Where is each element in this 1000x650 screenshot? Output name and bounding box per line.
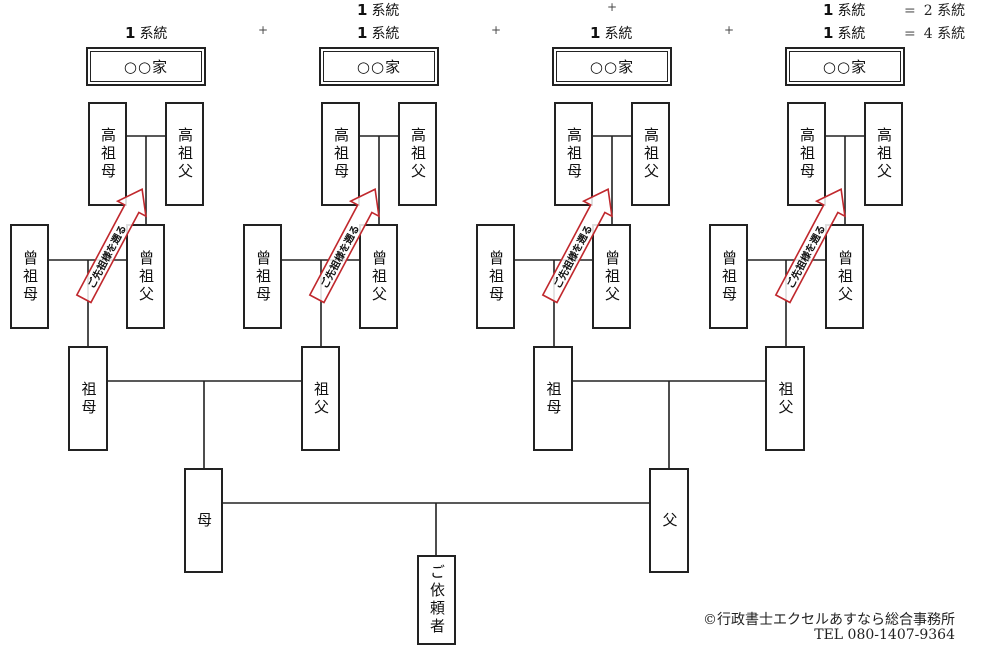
great-great-grandfather-box: 高祖父 bbox=[165, 102, 204, 206]
family-name: ○○家 bbox=[589, 58, 635, 76]
great-grandmother-box: 曾祖母 bbox=[709, 224, 748, 329]
trace-ancestors-arrow: ご先祖様を遡る bbox=[75, 188, 147, 304]
plus-bottom-3: + bbox=[724, 23, 735, 37]
family-name: ○○家 bbox=[123, 58, 169, 76]
great-great-grandfather-box: 高祖父 bbox=[631, 102, 670, 206]
great-grandmother-box: 曾祖母 bbox=[476, 224, 515, 329]
plus-bottom-2: + bbox=[491, 23, 502, 37]
client-box: ご依頼者 bbox=[417, 555, 456, 645]
great-great-grandmother-box: 高祖母 bbox=[554, 102, 593, 206]
great-great-grandfather-box: 高祖父 bbox=[398, 102, 437, 206]
tel-text: TEL 080-1407-9364 bbox=[814, 627, 955, 643]
trace-ancestors-arrow: ご先祖様を遡る bbox=[774, 188, 846, 304]
arrow-shape bbox=[541, 188, 613, 304]
plus-top: + bbox=[607, 0, 618, 14]
great-great-grandmother-box: 高祖母 bbox=[787, 102, 826, 206]
result-bottom: =4 系統 bbox=[904, 26, 966, 42]
result-top: =2 系統 bbox=[904, 3, 966, 19]
family-name-box: ○○家 bbox=[552, 47, 672, 86]
father-box: 父 bbox=[649, 468, 689, 573]
great-great-grandmother-box: 高祖母 bbox=[321, 102, 360, 206]
great-great-grandmother-box: 高祖母 bbox=[88, 102, 127, 206]
arrow-label: ご先祖様を遡る bbox=[784, 223, 828, 291]
great-grandfather-box: 曾祖父 bbox=[126, 224, 165, 329]
grandmother-box-maternal: 祖母 bbox=[68, 346, 108, 451]
arrow-shape bbox=[75, 188, 147, 304]
great-grandfather-box: 曾祖父 bbox=[825, 224, 864, 329]
arrow-label: ご先祖様を遡る bbox=[551, 223, 595, 291]
great-grandfather-box: 曾祖父 bbox=[359, 224, 398, 329]
great-grandmother-box: 曾祖母 bbox=[243, 224, 282, 329]
great-grandfather-box: 曾祖父 bbox=[592, 224, 631, 329]
family-name: ○○家 bbox=[822, 58, 868, 76]
arrow-label: ご先祖様を遡る bbox=[318, 223, 362, 291]
great-great-grandfather-box: 高祖父 bbox=[864, 102, 903, 206]
grandmother-box-paternal: 祖母 bbox=[533, 346, 573, 451]
great-grandmother-box: 曾祖母 bbox=[10, 224, 49, 329]
family-name: ○○家 bbox=[356, 58, 402, 76]
trace-ancestors-arrow: ご先祖様を遡る bbox=[308, 188, 380, 304]
family-name-box: ○○家 bbox=[785, 47, 905, 86]
arrow-shape bbox=[308, 188, 380, 304]
trace-ancestors-arrow: ご先祖様を遡る bbox=[541, 188, 613, 304]
arrow-shape bbox=[774, 188, 846, 304]
copyright-text: ©行政書士エクセルあすなら総合事務所 bbox=[703, 612, 955, 628]
grandfather-box-maternal: 祖父 bbox=[301, 346, 340, 451]
grandfather-box-paternal: 祖父 bbox=[765, 346, 805, 451]
family-name-box: ○○家 bbox=[319, 47, 439, 86]
family-name-box: ○○家 bbox=[86, 47, 206, 86]
mother-box: 母 bbox=[184, 468, 223, 573]
arrow-label: ご先祖様を遡る bbox=[85, 223, 129, 291]
plus-bottom-1: + bbox=[258, 23, 269, 37]
